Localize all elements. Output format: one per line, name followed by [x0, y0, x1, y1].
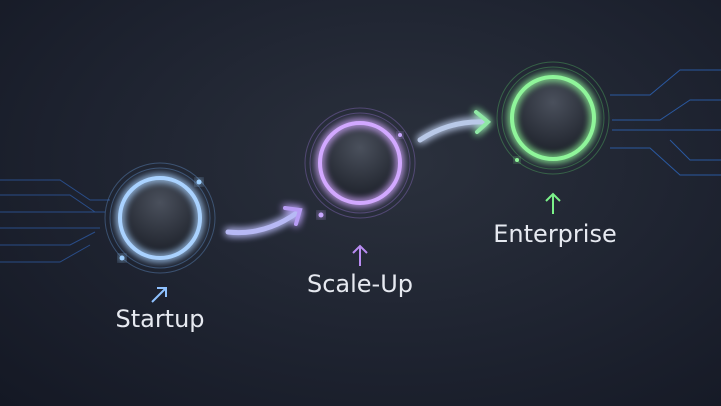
up-arrow-icon	[352, 244, 368, 266]
stage-node-scale-up	[304, 107, 416, 219]
progress-arrow-2	[417, 110, 492, 143]
stage-node-enterprise	[496, 61, 610, 175]
stage-label-startup: Startup	[115, 305, 205, 333]
stage-label-enterprise: Enterprise	[493, 220, 617, 248]
stage-label-scale-up: Scale-Up	[306, 270, 414, 298]
circuit-lines-left	[0, 179, 110, 263]
up-right-arrow-icon	[151, 287, 167, 303]
up-arrow-icon	[545, 192, 561, 214]
circuit-lines-right	[610, 69, 721, 176]
stage-node-startup	[104, 162, 216, 274]
progress-arrow-1	[225, 206, 303, 236]
